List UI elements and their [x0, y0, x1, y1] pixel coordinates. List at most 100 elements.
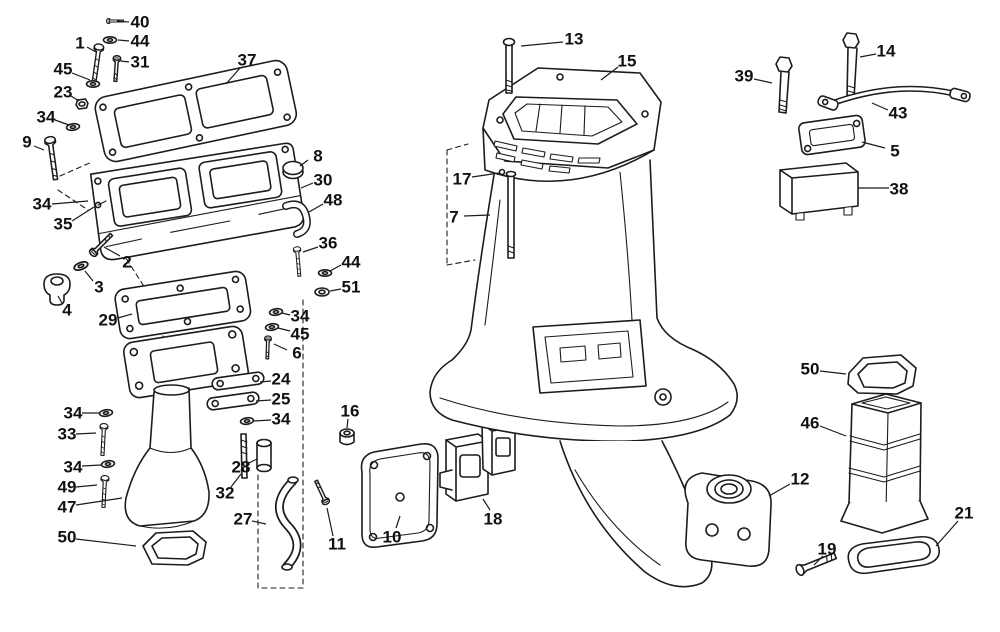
leader-line-13-40	[520, 41, 564, 47]
leader-line-10-38	[395, 515, 401, 529]
adapter-gasket	[114, 270, 252, 340]
callout-29-17: 29	[99, 311, 118, 330]
leader-line-45-22	[277, 327, 291, 332]
callout-34-26: 34	[272, 410, 291, 429]
bolt-39	[775, 56, 793, 114]
leader-line-40-0	[116, 20, 130, 23]
leader-line-29-17	[117, 313, 133, 319]
leader-line-50-32	[75, 538, 137, 547]
grommet-16	[339, 428, 355, 446]
callout-37-8: 37	[238, 51, 257, 70]
callout-16-35: 16	[341, 402, 360, 421]
callout-10-38: 10	[383, 528, 402, 547]
leader-line-33-28	[75, 432, 97, 435]
callout-36-18: 36	[319, 234, 338, 253]
leader-line-23-5	[70, 95, 80, 102]
washer-34f	[100, 459, 116, 469]
callout-44-19: 44	[342, 253, 361, 272]
leader-line-17-42	[471, 172, 500, 178]
callout-17-42: 17	[453, 170, 472, 189]
washer-44b	[317, 268, 333, 278]
exhaust-seal-left	[142, 530, 207, 566]
leader-line-34-12	[51, 200, 89, 205]
leader-line-27-36	[251, 520, 267, 525]
leader-line-34-26	[253, 419, 272, 422]
callout-45-4: 45	[54, 60, 73, 79]
leader-line-24-24	[259, 380, 272, 383]
leader-line-16-35	[346, 418, 349, 429]
leader-line-48-11	[308, 203, 324, 213]
ground-strap	[817, 85, 971, 111]
bolt-36	[292, 245, 304, 278]
clamp-12	[684, 472, 772, 567]
pin-31	[111, 54, 122, 83]
leader-line-44-19	[329, 264, 342, 272]
bracket-18	[439, 420, 516, 502]
callout-25-25: 25	[272, 390, 291, 409]
callout-1-2: 1	[75, 34, 84, 53]
leader-line-8-9	[299, 159, 309, 167]
callout-4-16: 4	[62, 301, 72, 320]
callout-35-13: 35	[54, 215, 73, 234]
callout-49-30: 49	[58, 478, 77, 497]
leader-line-7-43	[463, 214, 491, 217]
driveshaft-housing	[429, 67, 738, 588]
leader-line-15-41	[600, 66, 619, 81]
callout-27-36: 27	[234, 510, 253, 529]
seal-21	[847, 535, 941, 575]
bolt-13	[502, 37, 516, 94]
cover-10	[360, 442, 439, 549]
exhaust-plate-gasket	[94, 59, 298, 163]
callout-19-52: 19	[818, 540, 837, 559]
callout-18-39: 18	[484, 510, 503, 529]
leader-line-21-53	[935, 520, 959, 547]
washer-44a	[102, 35, 118, 45]
callout-44-1: 44	[131, 32, 150, 51]
exhaust-seal-right	[847, 354, 917, 395]
bolt-19	[795, 552, 838, 577]
callout-34-27: 34	[64, 404, 83, 423]
leader-line-36-18	[302, 246, 319, 253]
leader-line-25-25	[255, 399, 272, 402]
callout-40-0: 40	[131, 13, 150, 32]
link-plate-upper	[211, 371, 265, 391]
leader-line-14-45	[859, 53, 877, 58]
mount-grommet	[43, 273, 71, 306]
leader-line-5-47	[861, 141, 886, 149]
callouts-layer: 4044131452334937830483435234293644513445…	[22, 13, 973, 566]
leader-line-47-31	[75, 497, 123, 506]
stud-17	[505, 170, 517, 259]
washer-3	[72, 259, 90, 273]
callout-50-49: 50	[801, 360, 820, 379]
callout-32-33: 32	[216, 484, 235, 503]
callout-34-6: 34	[37, 108, 56, 127]
leader-line-39-44	[753, 78, 773, 84]
callout-31-3: 31	[131, 53, 150, 72]
leader-line-3-15	[84, 270, 94, 282]
leader-line-11-37	[326, 507, 334, 537]
callout-14-45: 14	[877, 42, 896, 61]
callout-3-15: 3	[94, 278, 103, 297]
exhaust-manifold	[89, 142, 305, 261]
leader-line-34-29	[81, 464, 102, 467]
link-plate-lower	[206, 391, 260, 411]
leader-line-51-20	[329, 288, 342, 292]
callout-30-10: 30	[314, 171, 333, 190]
grommet-51	[314, 287, 330, 297]
washer-34e	[98, 408, 114, 418]
bolt-33	[98, 422, 109, 457]
callout-38-48: 38	[890, 180, 909, 199]
callout-23-5: 23	[54, 83, 73, 102]
leader-line-43-46	[871, 102, 889, 111]
callout-43-46: 43	[889, 104, 908, 123]
callout-6-23: 6	[292, 344, 301, 363]
callout-12-51: 12	[791, 470, 810, 489]
callout-28-34: 28	[232, 458, 251, 477]
cap	[282, 160, 304, 180]
leader-line-32-33	[230, 473, 242, 488]
washer-45b	[264, 322, 280, 332]
water-hose	[275, 476, 302, 571]
callout-15-41: 15	[618, 52, 637, 71]
